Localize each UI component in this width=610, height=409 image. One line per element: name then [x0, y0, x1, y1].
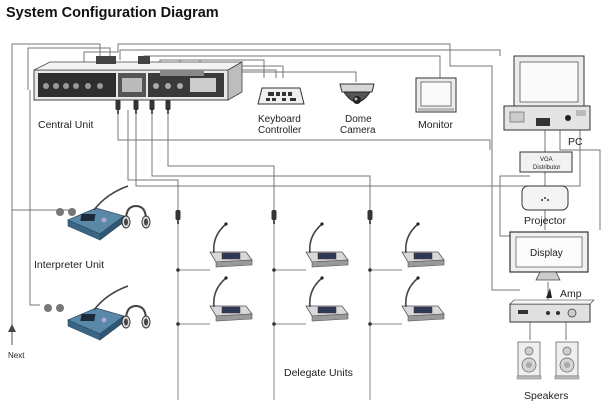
interpreter-unit-label: Interpreter Unit: [34, 259, 104, 271]
delegate-unit-5: [305, 275, 349, 322]
display: [509, 231, 589, 281]
projector-label: Projector: [524, 215, 567, 227]
projector: [521, 185, 569, 211]
next-arrow: [8, 324, 16, 345]
diagram-title: System Configuration Diagram: [6, 5, 219, 21]
pc: [503, 55, 591, 131]
interpreter-unit-2: [44, 285, 151, 341]
amp: [509, 288, 595, 323]
next-label: Next: [8, 351, 25, 360]
delegate-units-label: Delegate Units: [284, 367, 353, 379]
keyboard-controller: [257, 87, 305, 105]
pc-label: PC: [568, 136, 583, 148]
vga-distributor: [519, 151, 573, 173]
delegate-unit-2: [305, 221, 349, 268]
delegate-unit-6: [401, 275, 445, 322]
interpreter-unit-1: [56, 185, 151, 241]
display-label: Display: [530, 248, 563, 259]
monitor-label: Monitor: [418, 119, 454, 131]
keyboard-controller-label-1: Keyboard: [258, 114, 301, 125]
amp-label: Amp: [560, 288, 582, 300]
speakers-label: Speakers: [524, 390, 568, 402]
keyboard-controller-label-2: Controller: [258, 125, 302, 136]
speaker-left: [516, 341, 542, 380]
speaker-right: [554, 341, 580, 380]
dome-camera-label-2: Camera: [340, 125, 376, 136]
delegate-unit-3: [401, 221, 445, 268]
monitor: [415, 77, 457, 113]
central-unit: [33, 56, 244, 114]
delegate-unit-4: [209, 275, 253, 322]
vga-distributor-label-2: Distributor: [533, 165, 560, 171]
vga-distributor-label-1: VGA: [540, 157, 553, 163]
delegate-unit-1: [209, 221, 253, 268]
central-unit-label: Central Unit: [38, 119, 94, 131]
dome-camera-label-1: Dome: [345, 114, 372, 125]
dome-camera: [339, 83, 375, 104]
